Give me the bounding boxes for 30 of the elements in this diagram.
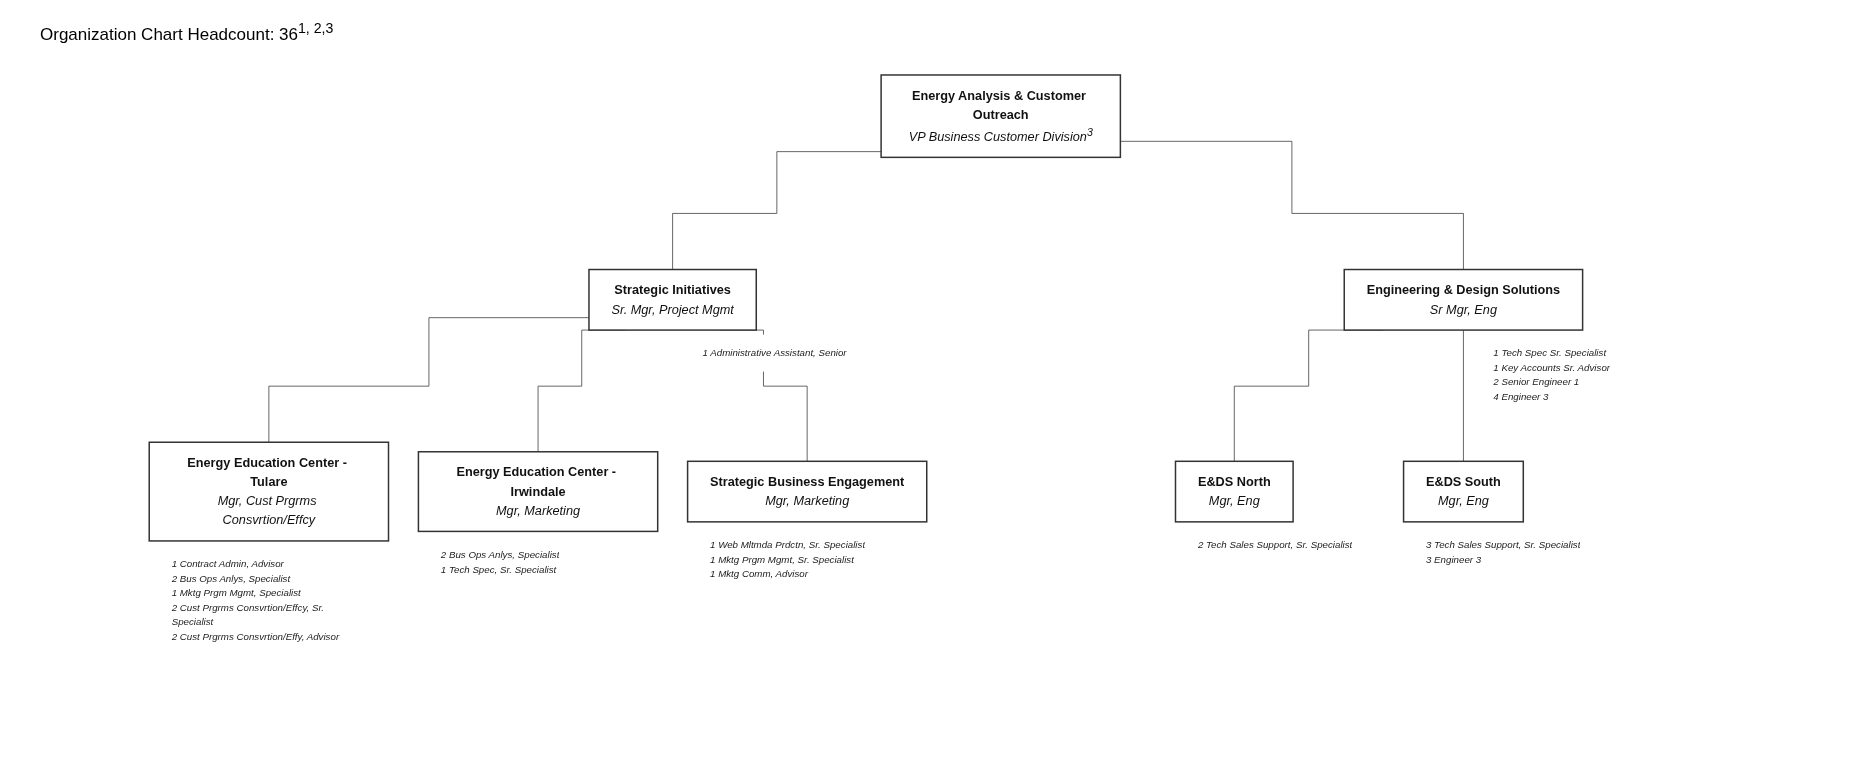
node-box: Strategic Business Engagement Mgr, Marketing [686,460,928,523]
connector [1120,140,1464,270]
node-label: 4 Engineer 3 [1493,390,1549,402]
node-label: 1 Mktg Prgm Mgmt, Specialist [171,586,301,599]
node-label: 1 Tech Spec Sr. Specialist [1493,346,1607,358]
node-label: 2 Cust Prgrms Consvrtion/Effy, Advisor [171,630,340,642]
node-box: E&DS South Mgr, Eng [1402,460,1525,523]
connector [1463,329,1464,462]
node-box: Energy Analysis & Customer Outreach VP Business Customer Division$^{3}$ [880,73,1122,158]
node-label: 2 Bus Ops Anlys, Specialist [440,548,560,560]
node-label: 3 Tech Sales Support, Sr. Specialist [1426,538,1581,550]
node-label: 1 Mktg Comm, Advisor [710,567,808,579]
node-label: 1 Web Mltmda Prdctn, Sr. Specialist [710,538,866,550]
node-label: 1 Administrative Assistant, Senior [702,346,847,358]
node-box: Energy Education Center - Tulare Mgr, Cust Prgrms Consvrtion/Effcy [148,441,390,542]
node-box: Energy Education Center - Irwindale Mgr, Marketing [417,450,659,532]
node-box: Engineering & Design Solutions Sr Mgr, Eng [1343,268,1584,331]
node-label: 1 Key Accounts Sr. Advisor [1493,361,1611,373]
connector [672,150,882,270]
node-box: Strategic Initiatives Sr. Mgr, Project Mgmt [588,268,757,331]
node-label: 1 Contract Admin, Advisor [171,557,284,569]
headcount-note: Organization Chart Headcount: 36$^{1, 2,3}$ [40,20,334,45]
node-label: 1 Mktg Prgm Mgmt, Sr. Specialist [710,553,854,565]
node-label: 3 Engineer 3 [1426,553,1482,565]
node-label: 2 Bus Ops Anlys, Specialist [171,572,291,584]
node-label: 2 Senior Engineer 1 [1493,375,1580,388]
node-label: 2 Tech Sales Support, Sr. Specialist [1197,538,1353,550]
node-label: 1 Tech Spec, Sr. Specialist [440,562,557,574]
node-label: 2 Cust Prgrms Consvrtion/Effcy, Sr. Specialist [171,601,324,628]
node-box: E&DS North Mgr, Eng [1174,460,1294,523]
